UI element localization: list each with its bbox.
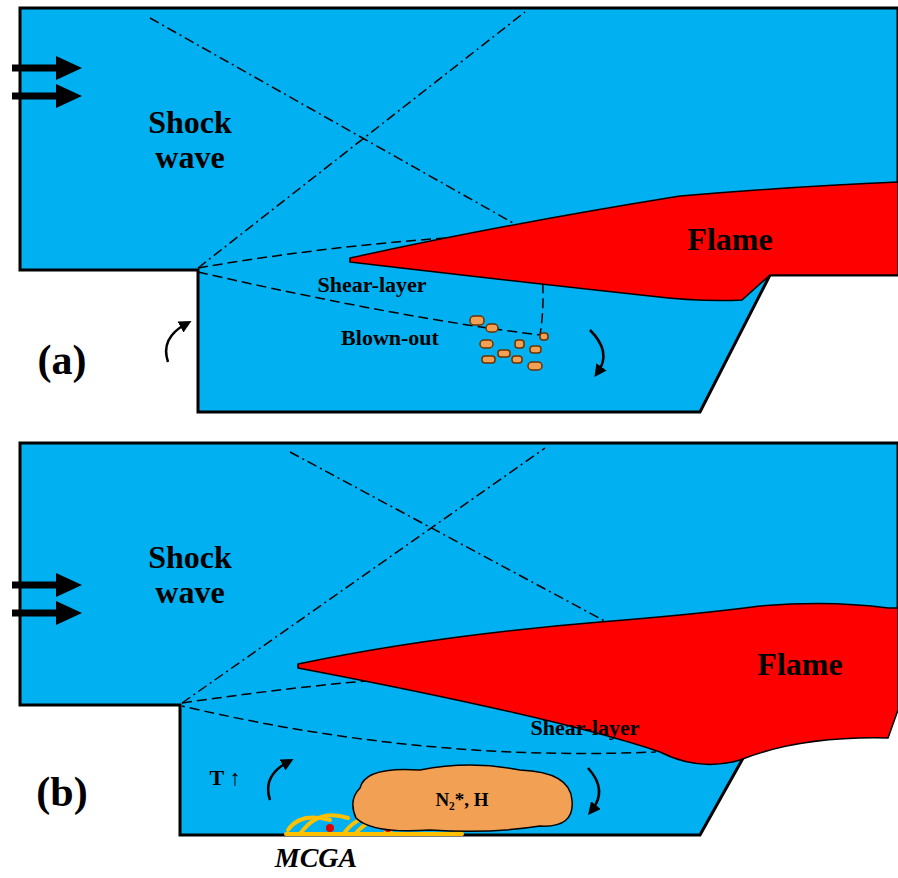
flame-region [298,603,898,764]
flame-region: Flame [295,600,898,775]
node-outline [295,600,898,775]
radical-pool [353,765,572,831]
recirculation-arrows [166,324,603,372]
flame-region [350,182,898,301]
actuator-label: MCGA [275,843,357,874]
combustor-duct [20,443,898,835]
node-outline [345,180,898,308]
inflow-arrows [12,56,82,108]
flow-label: Shock wave [125,540,255,610]
panel-label: (a) [38,337,87,383]
flow-label: Shock wave [125,105,255,175]
shear-layer-label: Shear-layer [530,716,639,740]
blow-out-label: Blown-out [341,326,439,350]
inflow-arrows [12,573,82,625]
panel-label: (b) [36,769,87,815]
node-text: Flame [687,222,772,257]
radical-pool: N₂*, H [345,762,577,838]
node-text: Flame [757,647,842,682]
node-text: N₂*, H [435,790,488,811]
blown-out-particles [470,316,548,370]
temperature-label: T ↑ [210,766,241,790]
combustor-duct [20,8,898,412]
shear-layer-label: Shear-layer [317,273,426,297]
flame-region: Flame [345,180,898,308]
